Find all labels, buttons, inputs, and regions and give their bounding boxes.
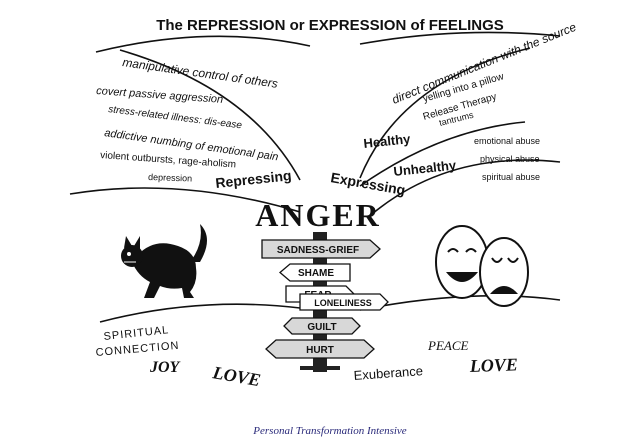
healthy-group: Healthy direct communication with the so… [363, 20, 579, 151]
anger-label: ANGER [255, 197, 381, 233]
footer-credit: Personal Transformation Intensive [252, 425, 407, 437]
sign-label: SADNESS-GRIEF [277, 245, 359, 256]
repressing-item: covert passive aggression [96, 85, 224, 106]
diagram-title: The REPRESSION or EXPRESSION of FEELINGS [156, 17, 504, 34]
exuberance-word: Exuberance [353, 363, 423, 383]
unhealthy-item: physical abuse [480, 154, 540, 164]
unhealthy-group: Unhealthy emotional abuse physical abuse… [393, 136, 540, 182]
unhealthy-item: spiritual abuse [482, 172, 540, 182]
sign-label: SHAME [298, 268, 334, 279]
sign-sadness-grief: SADNESS-GRIEF [261, 239, 381, 259]
sign-label: GUILT [307, 322, 336, 333]
sign-shame: SHAME [278, 263, 351, 282]
joy-word: JOY [149, 359, 181, 376]
love-word-left: LOVE [210, 362, 262, 390]
sign-hurt: HURT [265, 339, 375, 359]
unhealthy-label: Unhealthy [393, 157, 458, 179]
spiritual-word: SPIRITUAL [103, 324, 170, 343]
peace-word: PEACE [427, 338, 468, 353]
signpost: SADNESS-GRIEF SHAME FEAR LONELINESS GUIL… [261, 232, 389, 372]
sign-guilt: GUILT [283, 317, 361, 335]
unhealthy-item: emotional abuse [474, 136, 540, 146]
love-word-right: LOVE [468, 354, 518, 376]
healthy-label: Healthy [363, 131, 412, 151]
sign-loneliness: LONELINESS [299, 293, 389, 311]
repressing-item: manipulative control of others [122, 55, 279, 91]
sign-label: HURT [306, 345, 334, 356]
sign-label: LONELINESS [314, 298, 372, 308]
repressing-label: Repressing [215, 167, 293, 191]
connection-word: CONNECTION [95, 340, 180, 359]
theater-masks-icon [435, 225, 529, 307]
repressing-item: stress-related illness: dis-ease [108, 104, 243, 131]
angry-cat-icon [121, 224, 207, 298]
repressing-item: depression [148, 172, 192, 184]
